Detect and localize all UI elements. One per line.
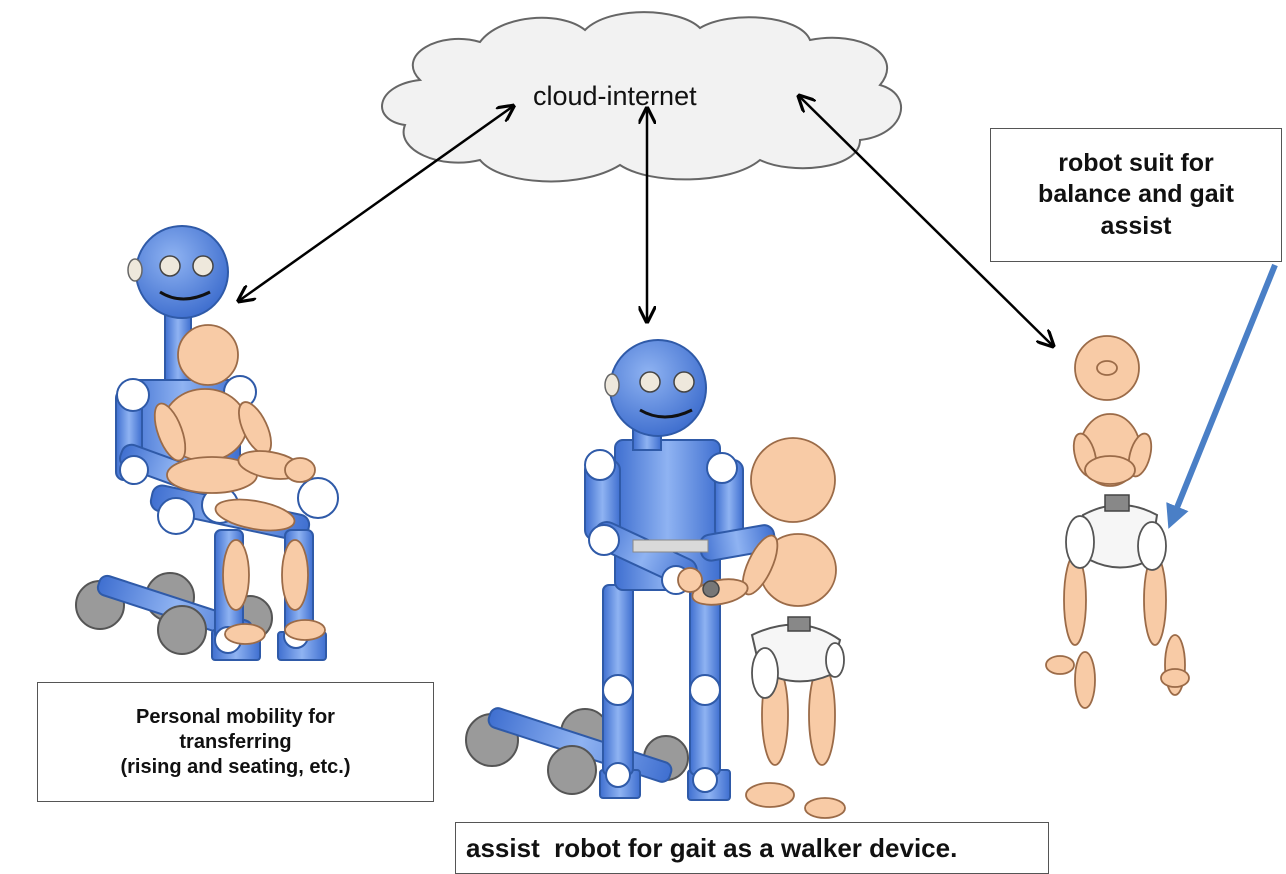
cloud-label: cloud-internet — [533, 81, 697, 111]
suit-human — [1045, 335, 1190, 709]
personal-mobility-label-box: Personal mobility for transferring (risi… — [37, 682, 434, 802]
mobility-robot — [75, 225, 339, 661]
walker-label-box: assist robot for gait as a walker device… — [455, 822, 1049, 874]
suit-pointer-arrow — [1166, 263, 1278, 529]
robot-suit-label-line-3: assist — [1100, 211, 1172, 240]
robot-suit-label-line-1: robot suit for — [1058, 149, 1214, 178]
link-arrow-mobility — [240, 107, 512, 300]
walker-label: assist robot for gait as a walker device… — [466, 832, 958, 863]
walker-robot — [465, 339, 846, 819]
robot-suit-label-line-2: balance and gait — [1038, 180, 1234, 209]
mobility-label-line-1: Personal mobility for — [136, 705, 335, 728]
mobility-label-line-2: transferring — [179, 730, 292, 753]
mobility-label-line-3: (rising and seating, etc.) — [120, 755, 351, 778]
link-arrow-suit — [800, 97, 1052, 345]
robot-suit-label-box: robot suit for balance and gait assist — [990, 128, 1282, 262]
